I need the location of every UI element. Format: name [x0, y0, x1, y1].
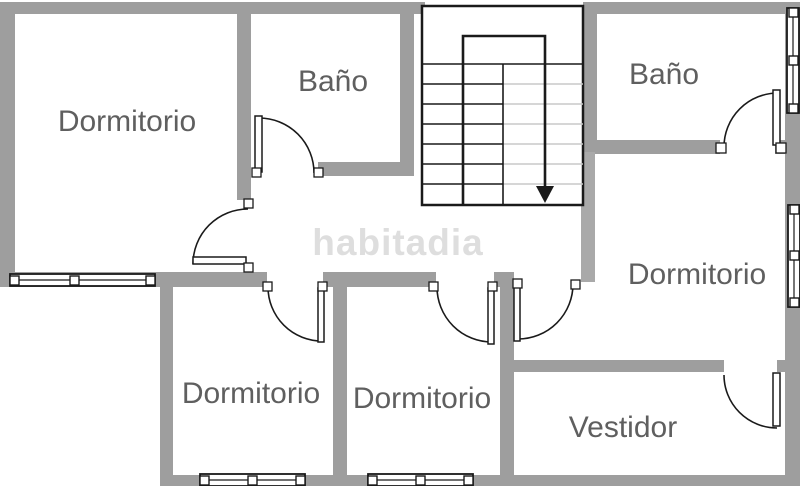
wall-dormBL-left [160, 283, 173, 486]
watermark: habitadia [312, 222, 484, 263]
windows [9, 7, 800, 486]
doors [192, 89, 787, 429]
door-jamb [428, 281, 439, 292]
door-leaf [317, 287, 325, 343]
wall-stairs-bano-right [583, 2, 597, 152]
wall-bano-center-bottom [318, 162, 414, 176]
wall-bano-right-bottom [583, 140, 720, 154]
room-label-bano-center: Baño [297, 65, 369, 98]
stairs-steps-light [503, 83, 583, 185]
door-jamb [243, 198, 254, 209]
door-bano-right [715, 89, 787, 154]
window-dormitorio-top-left [9, 273, 156, 287]
wall-bano-center-right [400, 2, 414, 176]
door-arc [192, 208, 249, 265]
door-dormitorio-top-left [192, 198, 254, 273]
door-jamb [775, 142, 787, 154]
window-dormitorio-right [787, 204, 800, 308]
door-arc [258, 117, 315, 174]
door-vestidor [723, 372, 781, 429]
stairs-direction-line [461, 34, 547, 205]
wall-top-right-segment [583, 2, 800, 14]
window-dormitorio-bottom-center [367, 473, 474, 486]
door-jamb [251, 167, 262, 178]
wall-dormBL-dormBC [333, 284, 347, 486]
door-bano-center [251, 115, 324, 178]
wall-vestidor-left [500, 280, 514, 486]
stairs [420, 4, 585, 207]
door-leaf [192, 256, 247, 265]
wall-vestidor-top-2 [777, 360, 800, 372]
wall-hall-bottom-2 [323, 272, 436, 287]
door-leaf [772, 372, 781, 427]
door-jamb [487, 281, 498, 292]
room-label-dormitorio-bottom-center: Dormitorio [352, 382, 492, 415]
wall-dormTL-bano [237, 2, 251, 200]
door-jamb [715, 142, 727, 154]
door-arc [517, 283, 574, 340]
door-dormitorio-bottom-center [428, 281, 498, 345]
door-jamb [243, 262, 254, 273]
wall-vestidor-top-1 [514, 360, 724, 372]
door-leaf [487, 287, 495, 345]
door-jamb [313, 167, 324, 178]
wall-left [0, 2, 15, 287]
door-leaf [254, 115, 263, 173]
door-arc [267, 286, 323, 342]
door-leaf [772, 89, 781, 146]
door-jamb [317, 281, 328, 292]
wall-hall-dormR [581, 152, 595, 282]
door-arc [723, 92, 779, 148]
room-label-dormitorio-top-left: Dormitorio [57, 105, 197, 138]
door-arc [436, 286, 493, 343]
window-dormitorio-bottom-left [199, 473, 306, 486]
room-label-vestidor: Vestidor [568, 411, 678, 444]
door-dormitorio-right [512, 278, 581, 342]
door-leaf [513, 286, 521, 342]
wall-bottom [160, 475, 800, 486]
window-bano-right [786, 7, 800, 114]
room-label-bano-right: Baño [628, 58, 700, 91]
wall-top-left-segment [0, 2, 425, 14]
door-jamb [262, 281, 273, 292]
down-arrow-icon [536, 186, 554, 203]
door-dormitorio-bottom-left [262, 281, 328, 343]
door-arc [723, 374, 778, 429]
room-label-dormitorio-bottom-left: Dormitorio [181, 377, 321, 410]
room-label-dormitorio-right: Dormitorio [627, 258, 767, 291]
door-jamb [570, 279, 581, 290]
door-jamb [512, 278, 523, 289]
